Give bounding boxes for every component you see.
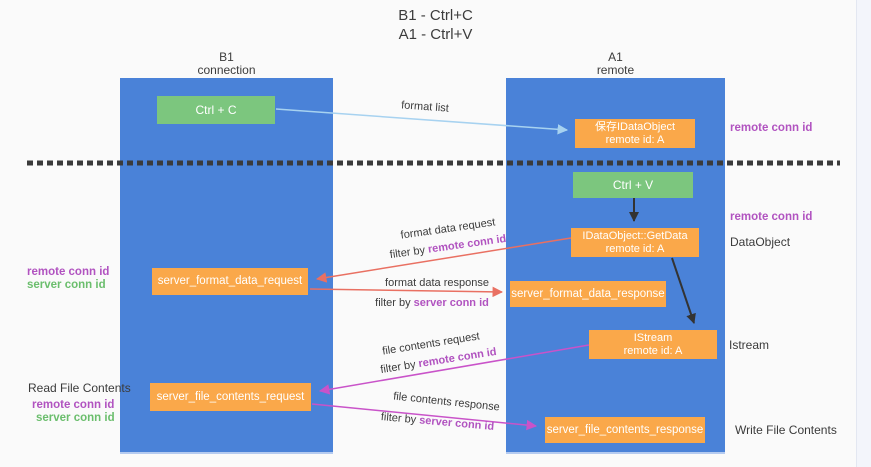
- remote-conn-id-annotation-left-bottom: remote conn id: [32, 399, 115, 411]
- save-idataobject-box: 保存IDataObject remote id: A: [575, 119, 695, 148]
- server-format-data-request-box: server_format_data_request: [152, 268, 308, 295]
- server-file-contents-response-label: server_file_contents_response: [546, 423, 704, 436]
- write-file-contents-annotation: Write File Contents: [735, 423, 837, 437]
- lane-a1-role: remote: [596, 63, 635, 77]
- file-contents-response-filter-label: filter by server conn id: [375, 411, 501, 434]
- ctrl-c-box: Ctrl + C: [157, 96, 275, 124]
- filter-by-text: filter by: [389, 243, 429, 262]
- ctrl-v-label: Ctrl + V: [612, 177, 654, 192]
- format-data-response-filter-label: filter by server conn id: [367, 297, 497, 309]
- server-conn-id-text: server conn id: [413, 297, 489, 309]
- server-format-data-response-label: server_format_data_response: [511, 287, 665, 300]
- diagram-title-line1: B1 - Ctrl+C: [398, 7, 473, 24]
- remote-conn-id-text: remote conn id: [427, 232, 507, 256]
- remote-conn-id-annotation-mid: remote conn id: [730, 211, 813, 223]
- server-file-contents-request-label: server_file_contents_request: [156, 390, 305, 403]
- server-conn-id-annotation-left-mid: server conn id: [27, 279, 106, 291]
- server-conn-id-text: server conn id: [418, 414, 495, 433]
- dataobject-annotation: DataObject: [730, 235, 791, 249]
- server-file-contents-request-box: server_file_contents_request: [150, 383, 311, 411]
- lane-header-b1: B1 connection: [120, 51, 333, 77]
- format-data-response-arrow: [309, 286, 504, 298]
- istream-box: IStream remote id: A: [589, 330, 717, 359]
- format-data-response-label: format data response: [385, 277, 489, 289]
- ctrl-v-box: Ctrl + V: [573, 172, 693, 198]
- server-file-contents-response-box: server_file_contents_response: [545, 417, 705, 443]
- getdata-title: IDataObject::GetData: [582, 229, 688, 242]
- diagram-title: B1 - Ctrl+C A1 - Ctrl+V: [0, 6, 871, 44]
- server-conn-id-annotation-left-bottom: server conn id: [36, 412, 115, 424]
- getdata-subtitle: remote id: A: [605, 242, 665, 255]
- lane-header-a1: A1 remote: [506, 51, 725, 77]
- file-contents-response-label: file contents response: [392, 390, 501, 414]
- read-file-contents-annotation: Read File Contents: [28, 381, 131, 395]
- remote-conn-id-annotation-top: remote conn id: [730, 122, 813, 134]
- filter-by-text: filter by: [380, 411, 420, 427]
- lane-b1-role: connection: [197, 63, 256, 77]
- filter-by-text: filter by: [379, 358, 420, 377]
- istream-subtitle: remote id: A: [623, 344, 683, 357]
- filter-by-text: filter by: [375, 297, 414, 309]
- remote-conn-id-annotation-left-mid: remote conn id: [27, 266, 110, 278]
- server-format-data-request-label: server_format_data_request: [157, 275, 303, 287]
- diagram-title-line2: A1 - Ctrl+V: [398, 26, 473, 43]
- lane-a1-name: A1: [608, 50, 623, 64]
- idataobject-getdata-box: IDataObject::GetData remote id: A: [571, 228, 699, 257]
- format-list-label: format list: [400, 99, 450, 115]
- istream-annotation: Istream: [729, 338, 770, 352]
- save-idataobject-subtitle: remote id: A: [605, 133, 665, 146]
- lane-b1-name: B1: [219, 50, 234, 64]
- save-idataobject-title: 保存IDataObject: [594, 120, 676, 133]
- ctrl-c-label: Ctrl + C: [195, 102, 237, 117]
- server-format-data-response-box: server_format_data_response: [510, 281, 666, 307]
- istream-title: IStream: [633, 331, 673, 344]
- window-right-edge: [856, 0, 871, 467]
